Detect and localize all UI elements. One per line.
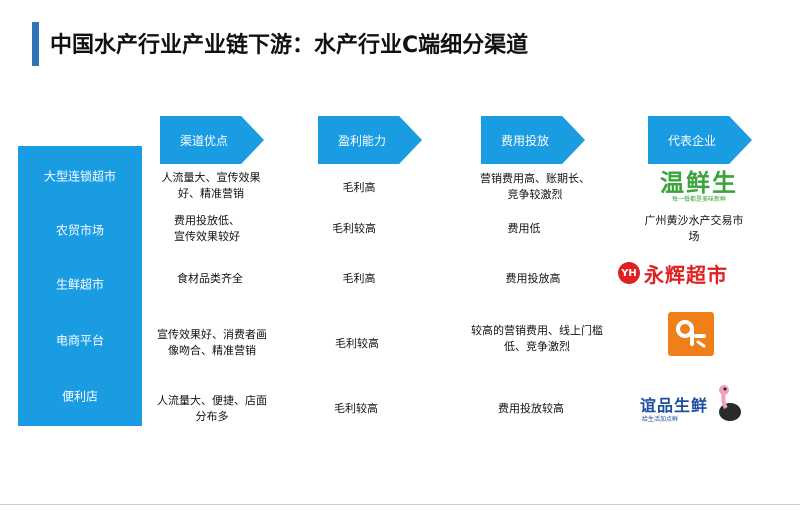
row-label-ecommerce: 电商平台 [55, 333, 104, 348]
cell-cost: 费用低 [507, 222, 541, 235]
cell-company: 广州黄沙水产交易市场 [644, 214, 744, 243]
wenxiansheng-wordmark: 温鲜生 [660, 169, 738, 197]
cell-advantage: 宣传效果好、消费者画 像吻合、精准营销 [157, 328, 267, 357]
row-label-column [18, 146, 142, 426]
cell-profit: 毛利较高 [334, 402, 378, 415]
cell-profit: 毛利较高 [332, 222, 376, 235]
page-title: 中国水产行业产业链下游：水产行业C端细分渠道 [50, 33, 529, 58]
ostrich-mascot-icon [719, 385, 741, 421]
yonghui-wordmark: 永辉超市 [644, 262, 728, 287]
footer-divider [0, 504, 800, 505]
cell-cost: 较高的营销费用、线上门槛 低、竞争激烈 [471, 324, 603, 353]
row-label-convenience-store: 便利店 [61, 389, 98, 404]
cell-advantage: 人流量大、便捷、店面 分布多 [157, 394, 267, 423]
wenxiansheng-tagline: 每一餐都是美味新鲜 [671, 196, 726, 203]
cell-profit: 毛利高 [342, 272, 376, 285]
cell-cost: 营销费用高、账期长、 竞争较激烈 [480, 172, 590, 201]
column-header-advantage: 渠道优点 [160, 116, 264, 164]
column-header-company: 代表企业 [648, 116, 752, 164]
column-header-cost: 费用投放 [481, 116, 585, 164]
row-label-fresh-supermarket: 生鲜超市 [55, 277, 104, 292]
row-label-supermarket-chain: 大型连锁超市 [43, 169, 116, 184]
cell-cost: 费用投放较高 [498, 402, 564, 415]
yipin-tagline: 给生活加点鲜 [642, 416, 679, 423]
yipin-wordmark: 谊品生鲜 [640, 396, 709, 415]
cell-advantage: 食材品类齐全 [177, 272, 243, 285]
cell-advantage: 人流量大、宣传效果 好、精准营销 [161, 171, 261, 200]
dingding-logo [668, 312, 714, 356]
dingding-mark-icon [676, 320, 706, 348]
yipin-logo: 谊品生鲜 给生活加点鲜 [640, 384, 744, 424]
cell-profit: 毛利高 [342, 181, 376, 194]
yonghui-badge-icon: YH [618, 262, 640, 284]
cell-cost: 费用投放高 [505, 272, 561, 285]
yonghui-logo: YH 永辉超市 [618, 259, 758, 287]
wenxiansheng-logo: 温鲜生 每一餐都是美味新鲜 [654, 170, 744, 210]
cell-advantage: 费用投放低、 宣传效果较好 [174, 214, 240, 243]
title-accent-bar [32, 22, 39, 66]
row-label-farmers-market: 农贸市场 [55, 223, 104, 238]
cell-profit: 毛利较高 [335, 337, 379, 350]
column-header-profit: 盈利能力 [318, 116, 422, 164]
